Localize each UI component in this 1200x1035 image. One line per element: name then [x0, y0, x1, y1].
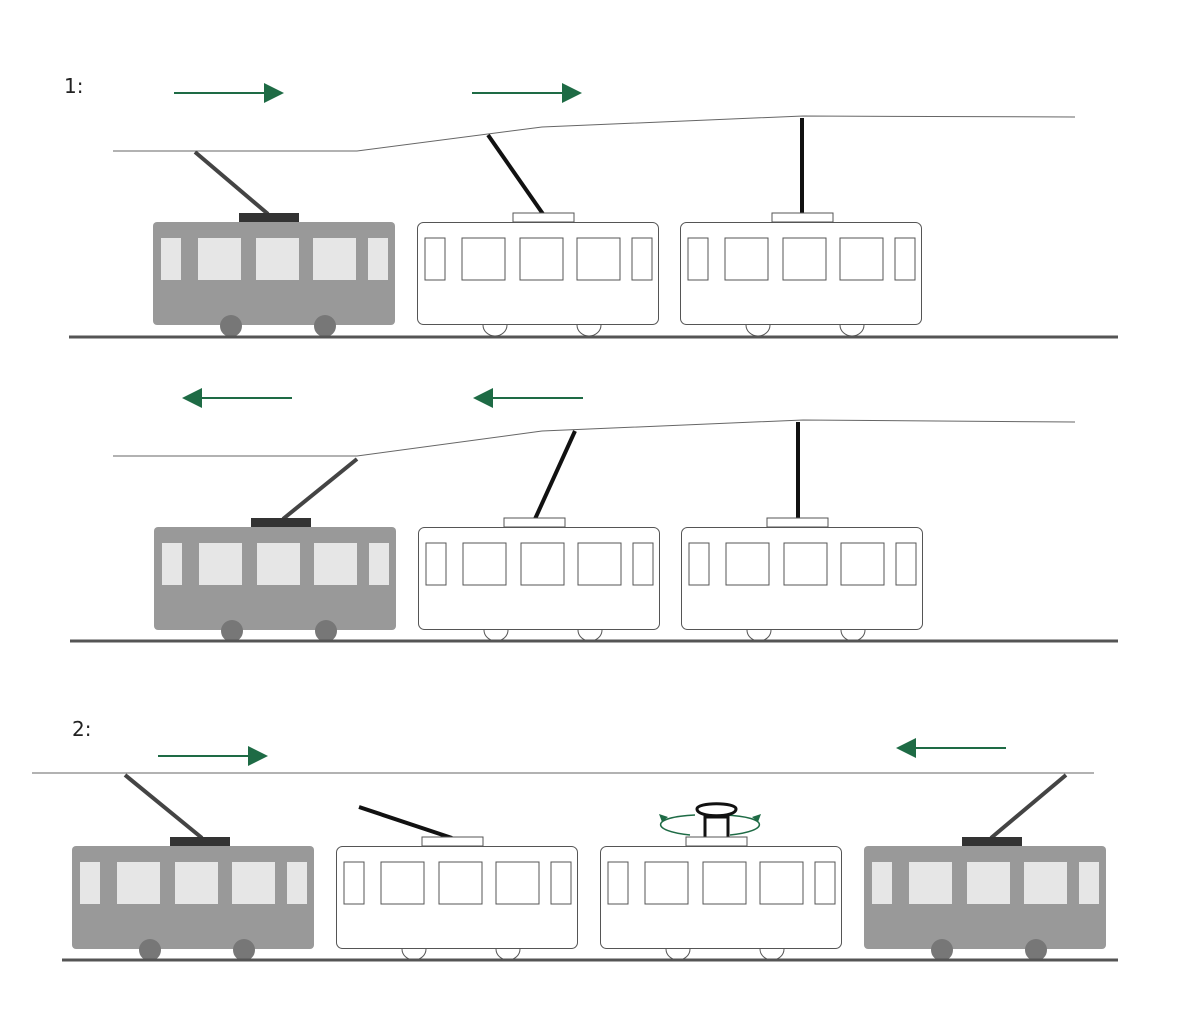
pole-base	[962, 837, 1022, 847]
tram-car-outline	[681, 527, 923, 642]
pole-base	[503, 517, 566, 528]
arrow-left-icon-head	[473, 388, 493, 408]
trolley-pole	[193, 150, 270, 216]
rotation-icon	[659, 814, 761, 836]
tram-car-outline	[417, 222, 659, 337]
trolley-pole	[123, 773, 204, 840]
pole-base	[512, 212, 575, 223]
arrow-right-icon-head	[248, 746, 268, 766]
tram-car-outline	[600, 846, 842, 961]
arrow-right-icon-head	[562, 83, 582, 103]
tram-car-outline	[418, 527, 660, 642]
section-label-2: 2:	[72, 717, 92, 741]
tram-car-filled	[72, 846, 314, 961]
pole-base	[170, 837, 230, 847]
tram-car-outline	[680, 222, 922, 337]
arrow-right-icon-head	[264, 83, 284, 103]
trolley-pole	[281, 457, 359, 521]
trolley-pole	[989, 773, 1068, 840]
trolley-pole	[486, 133, 545, 216]
tram-car-filled	[864, 846, 1106, 961]
pole-base	[239, 213, 299, 223]
pole-swivel	[695, 802, 738, 837]
tram-car-filled	[154, 527, 396, 642]
row-1b	[70, 388, 1118, 643]
tram-car-outline	[336, 846, 578, 961]
pole-base	[421, 836, 484, 847]
pole-base	[685, 836, 748, 847]
row-2	[32, 738, 1118, 962]
row-1a	[69, 83, 1118, 339]
pole-base	[766, 517, 829, 528]
tram-car-filled	[153, 222, 395, 337]
pole-base	[771, 212, 834, 223]
section-label-1: 1:	[64, 74, 84, 98]
overhead-wire	[113, 419, 1076, 457]
trolley-pole	[533, 430, 577, 520]
trolley-pole-lowered	[358, 805, 453, 840]
pole-base	[251, 518, 311, 528]
arrow-left-icon-head	[896, 738, 916, 758]
overhead-wire	[113, 115, 1076, 152]
arrow-left-icon-head	[182, 388, 202, 408]
